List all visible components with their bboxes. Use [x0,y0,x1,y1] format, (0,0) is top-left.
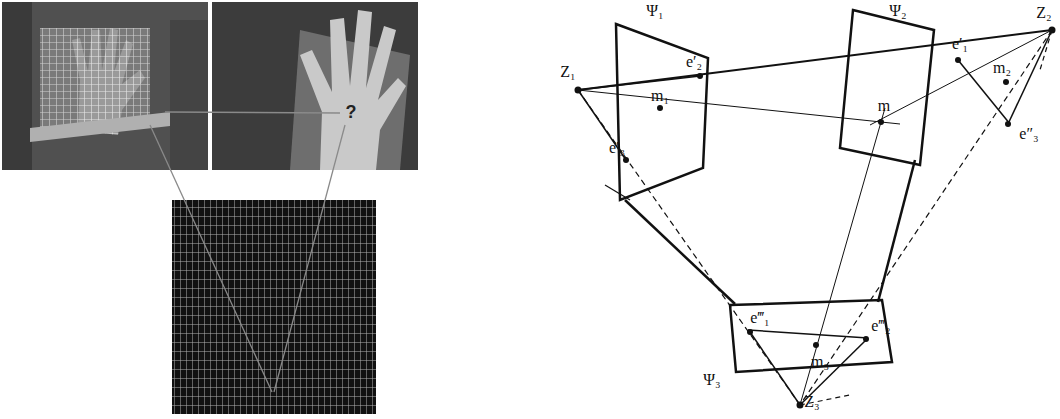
point-label: Ψ₁ [646,3,663,19]
point-label: e‴₁ [750,310,769,326]
photo-hand [212,2,418,170]
point-label: Ψ₃ [703,372,720,388]
point-label: Z₁ [560,64,575,80]
point-label: e′₂ [686,54,702,70]
query-mark: ? [346,103,357,121]
point-label: e′₁ [952,36,968,52]
point-label: m [878,98,890,114]
photo-grid-pattern [172,200,376,414]
point-label: e‴₂ [871,318,890,334]
point-label: e″₃ [1019,126,1038,142]
point-label: m₂ [993,60,1011,76]
points [575,27,1056,409]
point-label: m₁ [651,88,669,104]
point-label: m₃ [811,354,829,370]
point-label: Z₂ [1036,5,1051,21]
epipolar-geometry [578,10,1052,405]
photo-projected-grid [2,2,208,170]
point-label: e′₃ [609,140,625,156]
correspondence-lines [150,112,345,392]
point-label: Z₃ [804,394,819,410]
point-label: Ψ₂ [889,3,906,19]
